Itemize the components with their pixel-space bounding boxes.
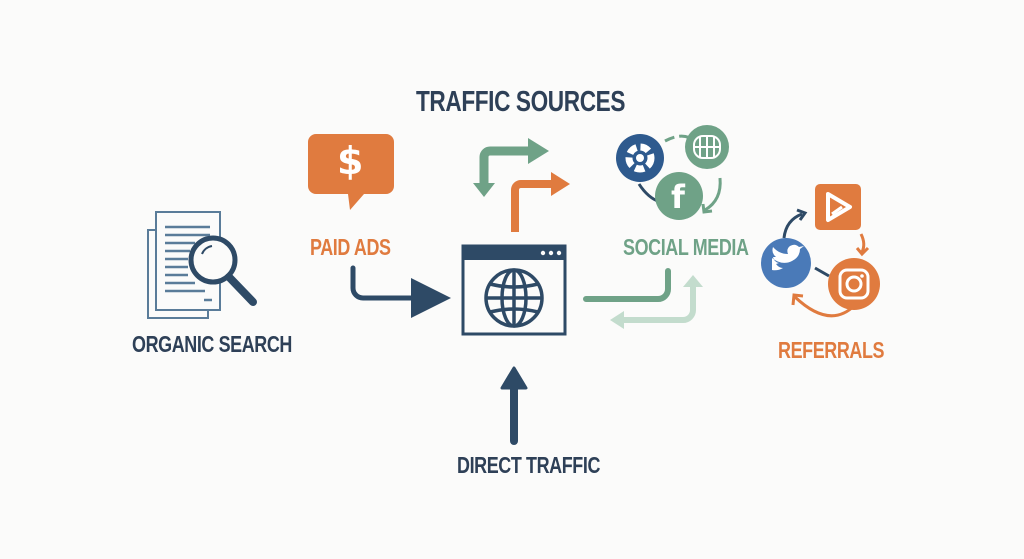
social-return-arrow-light bbox=[621, 285, 696, 323]
social-media-label: SOCIAL MEDIA bbox=[623, 234, 749, 260]
social-return-arrow bbox=[583, 268, 671, 302]
page-title: TRAFFIC SOURCES bbox=[416, 86, 626, 118]
instagram-circle-icon bbox=[828, 258, 880, 310]
dollar-sign-icon: $ bbox=[337, 139, 364, 183]
paid-ads-label: PAID ADS bbox=[310, 234, 391, 260]
direct-traffic-label: DIRECT TRAFFIC bbox=[457, 452, 601, 478]
referrals-label: REFERRALS bbox=[778, 337, 885, 363]
facebook-circle-icon bbox=[655, 172, 703, 220]
social-network-circles-icon bbox=[616, 125, 729, 220]
referral-cycle-icon bbox=[761, 184, 880, 318]
browser-globe-icon bbox=[461, 244, 567, 336]
twitter-circle-icon bbox=[761, 238, 811, 288]
paid-ads-arrow bbox=[350, 265, 451, 318]
dollar-speech-bubble-icon bbox=[308, 134, 394, 210]
play-button-icon bbox=[815, 184, 861, 230]
facebook-icon: f bbox=[671, 178, 685, 216]
up-arrow-icon bbox=[500, 366, 528, 445]
document-magnifier-icon bbox=[147, 211, 257, 319]
organic-search-label: ORGANIC SEARCH bbox=[132, 331, 292, 357]
redirect-arrows-icon bbox=[473, 138, 570, 232]
